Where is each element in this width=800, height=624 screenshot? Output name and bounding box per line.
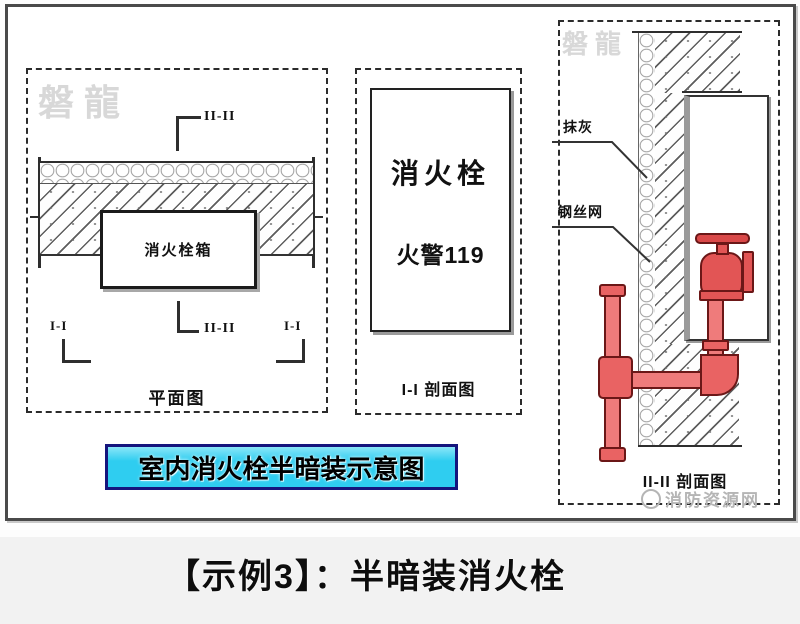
- elbow-fitting: [700, 354, 739, 396]
- wall-top-cap: [632, 31, 742, 33]
- bracket-right-arm: [276, 360, 305, 363]
- example-title: 【示例3】：半暗装消火栓: [166, 558, 566, 596]
- tee-fitting: [598, 356, 633, 399]
- plan-view-caption: 平面图: [148, 389, 206, 408]
- section-marker-top-label: II-II: [204, 109, 236, 124]
- hydrant-cabinet-section: [684, 95, 769, 341]
- wall-hatch-upper: [655, 33, 740, 93]
- section-marker-I-right: I-I: [284, 318, 302, 333]
- site-watermark-text: 消防资源网: [665, 491, 760, 510]
- hydrant-sign-front: 消火栓 火警119: [370, 88, 511, 332]
- hydrant-cabinet-plan: 消火栓箱: [100, 210, 257, 289]
- diagram-title-text: 室内消火栓半暗装示意图: [138, 453, 425, 484]
- bracket-center-leg: [177, 301, 180, 333]
- bracket-right-leg: [302, 339, 305, 363]
- wall-hatch-behind-cabinet: [655, 93, 684, 344]
- valve-handwheel: [695, 233, 750, 244]
- wall-end-left: [38, 157, 41, 268]
- site-watermark: 消防资源网: [641, 486, 760, 511]
- section-marker-II-center: II-II: [204, 321, 236, 336]
- wall-recess-step: [682, 91, 742, 93]
- valve-outlet-flange: [742, 251, 754, 293]
- brand-watermark: 磐龍: [562, 29, 629, 59]
- riser-bottom-coupling: [599, 447, 626, 462]
- wire-mesh-label: 钢丝网: [558, 204, 603, 220]
- diagram-title-banner: 室内消火栓半暗装示意图: [105, 444, 458, 490]
- plaster-layer: [638, 33, 655, 446]
- section-I-caption: I-I 剖面图: [401, 382, 476, 399]
- wall-end-right: [312, 157, 315, 268]
- footer-strip: [0, 537, 800, 624]
- wall-bottom-line: [638, 445, 742, 447]
- bracket-center-arm: [177, 330, 199, 333]
- leader-lines: [552, 141, 651, 263]
- pipe-coupling: [702, 340, 729, 351]
- section-bracket-top: [176, 116, 201, 119]
- section-marker-I-left: I-I: [50, 318, 68, 333]
- bracket-left-leg: [62, 339, 65, 363]
- valve-stem: [716, 243, 729, 255]
- section-II-caption: II-II 剖面图: [642, 474, 728, 491]
- wall-tick-left: [30, 216, 49, 218]
- brand-watermark: 磐龍: [38, 82, 131, 123]
- sign-text-hydrant: 消火栓: [390, 158, 490, 189]
- riser-top-coupling: [599, 284, 626, 297]
- wall-plaster-band: [40, 163, 313, 184]
- wall-top-line: [40, 161, 313, 163]
- bracket-left-arm: [62, 360, 91, 363]
- sign-text-fire-alarm-119: 火警119: [396, 242, 485, 268]
- site-watermark-logo-icon: [641, 488, 661, 509]
- wall-tick-right: [304, 216, 323, 218]
- plaster-label: 抹灰: [563, 119, 593, 135]
- valve-bottom-flange: [699, 290, 744, 301]
- hydrant-cabinet-label: 消火栓箱: [144, 242, 213, 259]
- section-bracket-top-leg: [176, 116, 179, 151]
